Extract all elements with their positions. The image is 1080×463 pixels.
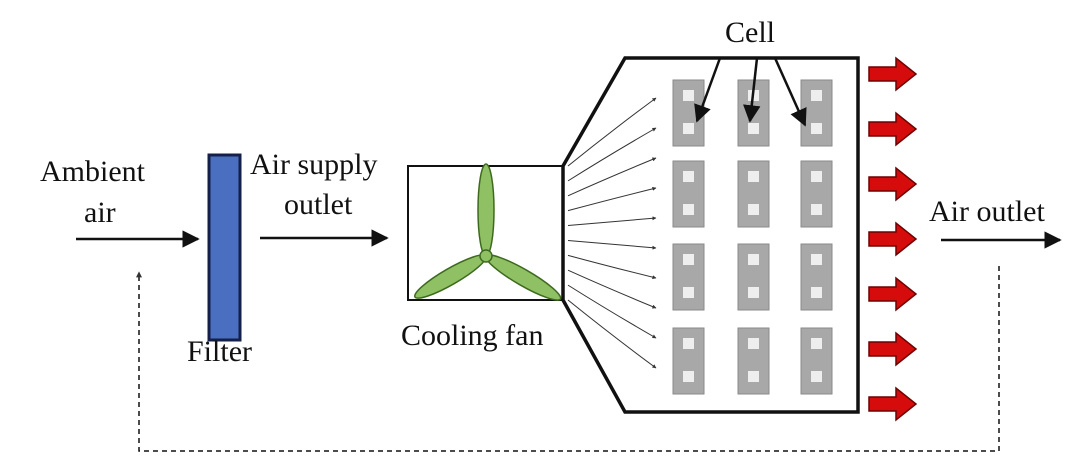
filter-label: Filter xyxy=(187,335,252,368)
air-supply-label-line2: outlet xyxy=(284,188,353,221)
cell-body xyxy=(800,160,833,228)
red-block-arrow-icon xyxy=(868,111,918,147)
cell-terminal xyxy=(748,338,759,349)
cell-body xyxy=(672,327,705,395)
cell-terminal xyxy=(811,171,822,182)
fan-hub xyxy=(479,249,493,263)
ambient-air-label-line2: air xyxy=(84,196,116,229)
cell-terminal xyxy=(683,254,694,265)
cell-body xyxy=(800,79,833,147)
cooling-fan-label: Cooling fan xyxy=(401,319,544,352)
airflow-line xyxy=(567,254,657,280)
cell-body xyxy=(737,160,770,228)
cell-terminal xyxy=(811,254,822,265)
cell-terminal xyxy=(811,123,822,134)
cell-body xyxy=(800,327,833,395)
battery-cell xyxy=(800,160,833,228)
battery-cell xyxy=(672,327,705,395)
cell-pointer-arrow xyxy=(773,57,807,127)
airflow-line xyxy=(567,97,657,167)
hot-air-exhaust-arrows xyxy=(868,56,918,422)
cell-body xyxy=(672,160,705,228)
airflow-line xyxy=(567,269,657,309)
cell-terminal xyxy=(748,371,759,382)
cell-terminal xyxy=(748,171,759,182)
filter-block xyxy=(207,153,242,342)
cell-terminal xyxy=(811,338,822,349)
airflow-lines xyxy=(567,97,657,369)
cell-terminal xyxy=(683,171,694,182)
cell-body xyxy=(800,243,833,311)
airflow-line xyxy=(567,216,657,227)
cell-terminal xyxy=(683,204,694,215)
airflow-line xyxy=(567,127,657,182)
airflow-line xyxy=(567,284,657,339)
battery-cells xyxy=(672,79,833,395)
battery-cell xyxy=(800,243,833,311)
battery-cell xyxy=(672,243,705,311)
cell-terminal xyxy=(748,254,759,265)
cell-terminal xyxy=(683,90,694,101)
cell-body xyxy=(737,327,770,395)
airflow-line xyxy=(567,186,657,212)
cell-terminal xyxy=(811,287,822,298)
red-block-arrow-icon xyxy=(868,56,918,92)
cell-terminal xyxy=(748,204,759,215)
red-block-arrow-icon xyxy=(868,386,918,422)
red-block-arrow-icon xyxy=(868,166,918,202)
cell-terminal xyxy=(811,204,822,215)
air-outlet-label: Air outlet xyxy=(929,195,1045,228)
ambient-air-label-line1: Ambient xyxy=(40,155,146,188)
cell-terminal xyxy=(811,90,822,101)
battery-cell xyxy=(737,243,770,311)
cell-terminal xyxy=(683,338,694,349)
battery-cell xyxy=(737,327,770,395)
red-block-arrow-icon xyxy=(868,331,918,367)
cell-terminal xyxy=(683,371,694,382)
battery-cell xyxy=(800,79,833,147)
red-block-arrow-icon xyxy=(868,276,918,312)
battery-pack-housing xyxy=(561,56,860,414)
three-blade-fan-icon xyxy=(414,163,562,301)
airflow-line xyxy=(567,157,657,197)
airflow-line xyxy=(567,299,657,369)
cell-terminal xyxy=(748,287,759,298)
battery-cell xyxy=(737,160,770,228)
cell-pointer-arrow xyxy=(694,57,722,123)
airflow-line xyxy=(567,239,657,250)
cell-body xyxy=(672,243,705,311)
cell-terminal xyxy=(748,123,759,134)
cell-terminal xyxy=(811,371,822,382)
red-block-arrow-icon xyxy=(868,221,918,257)
cell-pointer-arrow xyxy=(743,57,761,123)
air-supply-label-line1: Air supply xyxy=(250,148,378,181)
recirculation-loop-dashed xyxy=(136,266,1000,452)
battery-cell xyxy=(672,160,705,228)
battery-cell xyxy=(800,327,833,395)
cell-terminal xyxy=(683,287,694,298)
cell-terminal xyxy=(683,123,694,134)
fan-blade xyxy=(477,163,495,257)
cell-label: Cell xyxy=(725,16,775,49)
cell-body xyxy=(737,243,770,311)
